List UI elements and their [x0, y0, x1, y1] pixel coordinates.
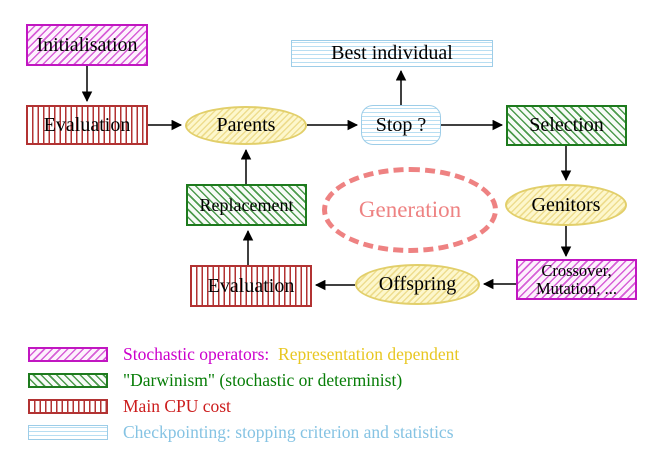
- legend-label-checkpointing: Checkpointing: stopping criterion and st…: [123, 421, 454, 442]
- legend-row-checkpointing: Checkpointing: stopping criterion and st…: [28, 419, 459, 445]
- legend-row-darwinism: "Darwinism" (stochastic or determinist): [28, 367, 459, 393]
- node-crossover-mutation: Crossover, Mutation, ...: [516, 259, 637, 300]
- node-crossover-line1: Crossover,: [541, 261, 612, 281]
- legend-label-stochastic-operators: Stochastic operators: Representation dep…: [123, 343, 460, 364]
- legend-label-main-cpu-cost: Main CPU cost: [123, 395, 231, 416]
- node-offspring: Offspring: [355, 264, 480, 305]
- generation-label: Generation: [358, 196, 462, 222]
- legend-row-stochastic-operators: Stochastic operators: Representation dep…: [28, 341, 459, 367]
- node-stop: Stop ?: [361, 105, 441, 145]
- node-evaluation-bottom-label: Evaluation: [207, 274, 295, 297]
- node-selection: Selection: [506, 105, 627, 146]
- node-evaluation-top-label: Evaluation: [43, 113, 131, 136]
- node-best-individual-label: Best individual: [331, 42, 453, 64]
- generation-loop-ellipse: Generation: [322, 167, 498, 253]
- node-initialisation: Initialisation: [26, 24, 148, 66]
- node-offspring-label: Offspring: [378, 273, 457, 295]
- node-evaluation-top: Evaluation: [26, 105, 148, 145]
- legend-label-darwinism: "Darwinism" (stochastic or determinist): [123, 369, 403, 390]
- node-genitors: Genitors: [505, 184, 627, 226]
- legend-swatch-main-cpu-cost: [28, 398, 108, 414]
- node-parents: Parents: [185, 106, 307, 145]
- legend-swatch-checkpointing: [28, 424, 108, 440]
- node-replacement: Replacement: [186, 184, 307, 226]
- legend: Stochastic operators: Representation dep…: [28, 341, 459, 445]
- legend-label-representation-dependent: Representation dependent: [278, 343, 460, 364]
- node-selection-label: Selection: [529, 114, 604, 136]
- node-genitors-label: Genitors: [531, 193, 601, 216]
- node-initialisation-label: Initialisation: [36, 33, 138, 56]
- node-replacement-label: Replacement: [199, 194, 294, 215]
- legend-swatch-stochastic-operators: [28, 346, 108, 362]
- node-stop-label: Stop ?: [375, 113, 427, 136]
- node-evaluation-bottom: Evaluation: [190, 265, 312, 307]
- node-crossover-line2: Mutation, ...: [535, 278, 618, 298]
- legend-row-main-cpu-cost: Main CPU cost: [28, 393, 459, 419]
- legend-swatch-darwinism: [28, 372, 108, 388]
- node-parents-label: Parents: [216, 114, 276, 136]
- node-best-individual: Best individual: [291, 40, 493, 67]
